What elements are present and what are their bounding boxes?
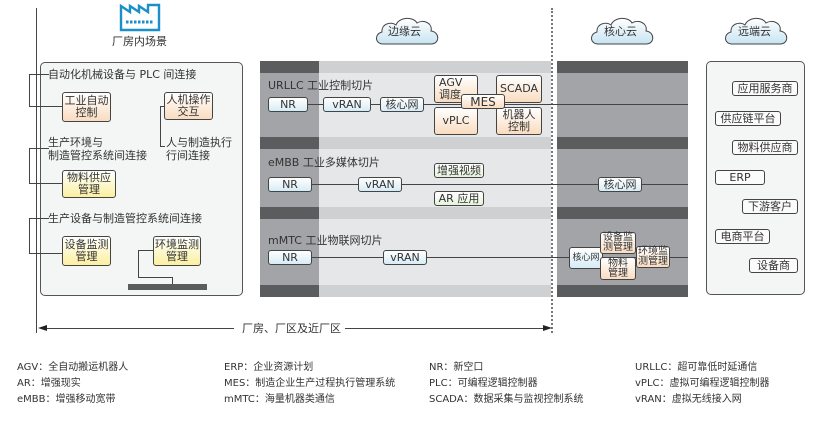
- connector: [138, 277, 172, 278]
- remote-item-downstream: 下游客户: [742, 199, 798, 214]
- env-monitor-box: 环境监测 管理: [153, 236, 201, 266]
- connector: [29, 218, 49, 219]
- robot-control-box: 机器人 控制: [496, 107, 542, 135]
- range-arrow-line-left: [44, 328, 234, 329]
- band-separator: [557, 207, 688, 219]
- connector: [160, 106, 165, 107]
- remote-cloud-label: 远端云: [738, 25, 771, 38]
- conn-label-env-line2: 制造管控系统间连接: [48, 149, 147, 162]
- band-separator: [319, 137, 551, 149]
- band-separator: [319, 285, 551, 297]
- device-bar: [128, 284, 207, 290]
- connector: [172, 277, 173, 284]
- legend-mes: MES：制造企业生产过程执行管理系统: [224, 378, 396, 389]
- embb-nr-node: NR: [268, 177, 312, 192]
- legend-ar: AR：增强现实: [17, 378, 81, 389]
- factory-icon: [118, 2, 162, 32]
- remote-item-ecommerce: 电商平台: [715, 229, 770, 244]
- band-separator: [260, 137, 319, 149]
- edge-cloud-label: 边缘云: [388, 25, 421, 38]
- core-cloud-icon: [588, 14, 656, 46]
- connector: [29, 74, 49, 75]
- connector: [160, 146, 165, 147]
- edge-cloud-icon: [373, 14, 441, 46]
- hmi-box: 人机操作 交互: [164, 92, 213, 120]
- embb-slice-label: eMBB 工业多媒体切片: [268, 156, 380, 169]
- conn-label-device: 生产设备与制造管控系统间连接: [48, 212, 202, 225]
- vplc-box: vPLC: [434, 107, 478, 135]
- legend-mmtc: mMTC：海量机器类通信: [224, 394, 335, 405]
- connector: [138, 250, 153, 251]
- edge-core-divider: [551, 8, 553, 333]
- material-supply-box: 物料供应 管理: [62, 170, 116, 198]
- enhanced-video-box: 增强视频: [434, 163, 484, 178]
- conn-label-plc: 自动化机械设备与 PLC 间连接: [48, 68, 197, 81]
- remote-item-material-supplier: 物料供应商: [732, 140, 798, 155]
- legend-agv: AGV：全自动搬运机器人: [17, 362, 129, 373]
- band-separator: [260, 285, 319, 297]
- connector: [29, 183, 62, 184]
- band-separator: [557, 285, 688, 297]
- mmtc-link-line: [300, 257, 688, 258]
- mmtc-nr-node: NR: [268, 250, 312, 265]
- urllc-slice-label: URLLC 工业控制切片: [268, 79, 374, 92]
- conn-label-hmi-line1: 人与制造执行: [166, 136, 232, 149]
- band-separator: [319, 61, 551, 73]
- mmtc-vran-node: vRAN: [383, 250, 427, 265]
- left-boundary-line: [36, 8, 37, 333]
- ar-app-box: AR 应用: [434, 191, 484, 206]
- legend-urllc: URLLC：超可靠低时延通信: [635, 362, 758, 373]
- legend-vran: vRAN：虚拟无线接入网: [635, 394, 742, 405]
- conn-label-env-line1: 生产环境与: [48, 136, 103, 149]
- band-separator: [557, 61, 688, 73]
- legend-erp: ERP：企业资源计划: [224, 362, 314, 373]
- range-arrow-line-right: [345, 328, 545, 329]
- urllc-vran-node: vRAN: [323, 97, 371, 112]
- legend-nr: NR：新空口: [429, 362, 484, 373]
- remote-item-supply-chain: 供应链平台: [715, 111, 781, 126]
- core-cloud-label: 核心云: [604, 25, 637, 38]
- env-monitor-app-box: 环境监 测管理: [636, 246, 670, 268]
- conn-label-hmi-line2: 行间连接: [166, 149, 210, 162]
- mmtc-core-network-node: 核心网: [569, 247, 603, 269]
- arrow-left-icon: [38, 325, 47, 331]
- embb-link-line: [300, 184, 688, 185]
- urllc-nr-node: NR: [268, 97, 308, 112]
- band-separator: [260, 61, 319, 73]
- industrial-auto-control-box: 工业自动 控制: [62, 92, 111, 122]
- device-monitor-app-box: 设备监 测管理: [600, 232, 636, 254]
- mes-box: MES: [461, 94, 505, 109]
- band-separator: [557, 137, 688, 149]
- connector: [160, 106, 161, 146]
- legend-vplc: vPLC：虚拟可编程逻辑控制器: [635, 378, 770, 389]
- range-label: 厂房、厂区及近厂区: [242, 322, 341, 335]
- connector: [138, 250, 139, 277]
- factory-zone-label: 厂房内场景: [112, 35, 167, 48]
- remote-item-app-provider: 应用服务商: [732, 81, 798, 96]
- connector: [29, 148, 30, 183]
- mmtc-slice-label: mMTC 工业物联网切片: [268, 234, 383, 247]
- agv-dispatch-box: AGV 调度: [434, 75, 478, 103]
- embb-core-network-node: 核心网: [598, 177, 642, 192]
- band-separator: [319, 207, 551, 219]
- urllc-core-network-node: 核心网: [380, 97, 424, 112]
- remote-cloud-icon: [722, 14, 790, 46]
- legend-scada: SCADA：数据采集与监视控制系统: [429, 394, 584, 405]
- band-separator: [260, 207, 319, 219]
- legend-plc: PLC：可编程逻辑控制器: [429, 378, 538, 389]
- embb-vran-node: vRAN: [358, 177, 402, 192]
- remote-item-equipment-vendor: 设备商: [749, 258, 798, 273]
- device-monitor-box: 设备监测 管理: [62, 236, 111, 266]
- remote-item-erp: ERP: [715, 170, 765, 185]
- connector: [29, 74, 30, 106]
- arrow-right-icon: [543, 325, 552, 331]
- connector: [29, 106, 62, 107]
- connector: [29, 218, 30, 253]
- material-app-box: 物料 管理: [600, 257, 636, 280]
- connector: [29, 148, 49, 149]
- connector: [29, 253, 62, 254]
- legend-embb: eMBB：增强移动宽带: [17, 394, 116, 405]
